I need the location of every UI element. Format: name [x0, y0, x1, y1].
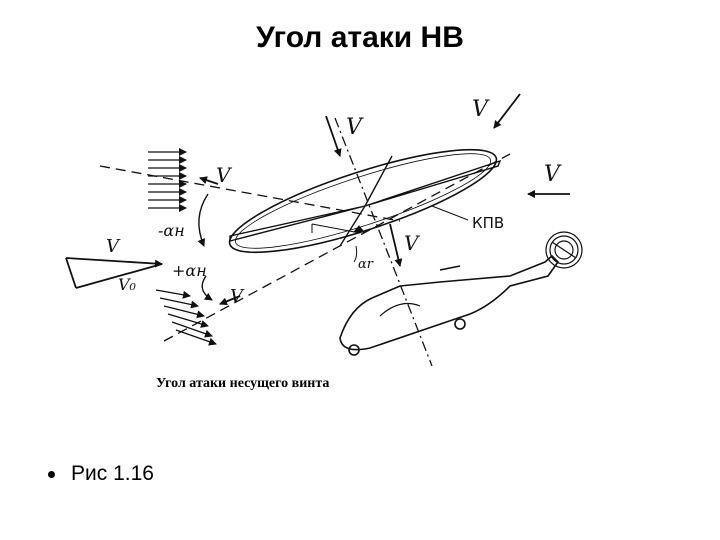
v-upper-left-label: V: [216, 163, 233, 187]
v0-vector: [75, 263, 163, 289]
v-left-label: V: [106, 236, 121, 257]
bullet-text: Рис 1.16: [71, 462, 154, 485]
rotor-angle-of-attack-diagram: КПВ αr V V: [40, 86, 600, 406]
rotor-blades: [229, 155, 502, 247]
v-lower-left-label: V: [230, 286, 245, 307]
hub-angle-marker: [311, 223, 366, 263]
v-under-disk-label: V: [404, 231, 421, 255]
figure-caption: Угол атаки несущего винта: [156, 376, 330, 391]
slide-title: Угол атаки НВ: [256, 21, 464, 54]
v-right-label: V: [544, 162, 562, 187]
rotor-shaft-axis: [334, 117, 433, 367]
v-arrow-lower-left: [219, 295, 241, 306]
upper-left-flow-arrows: [148, 148, 187, 212]
upper-flow-line: [99, 165, 401, 222]
alpha-r-label: αr: [358, 257, 374, 272]
minus-alpha-label: -αн: [158, 221, 185, 240]
plus-alpha-label: +αн: [172, 261, 207, 280]
bullet-list: Рис 1.16: [48, 460, 154, 488]
tail-rotor: [545, 231, 583, 269]
kpv-leader: [431, 205, 469, 221]
v-top-center-label: V: [346, 115, 364, 140]
v0-label: V₀: [118, 275, 137, 294]
v-incoming-arrow: [65, 257, 163, 268]
alpha-arcs: [197, 193, 213, 301]
bullet-dot: [48, 470, 55, 478]
bullet-item: Рис 1.16: [48, 460, 154, 488]
v0-side: [65, 257, 77, 289]
lower-left-flow-arrows: [155, 289, 217, 346]
rotor-disk: [228, 148, 498, 254]
v-top-right-label: V: [472, 97, 490, 122]
v-arrow-under-disk: [389, 223, 403, 267]
v-arrow-top-right: [493, 93, 521, 129]
v-arrow-upper-left: [199, 176, 219, 185]
kpv-label: КПВ: [472, 214, 504, 232]
rotor-plane-axis: [163, 153, 511, 342]
v-arrow-top-center: [325, 115, 342, 157]
helicopter-fuselage: [339, 254, 560, 356]
